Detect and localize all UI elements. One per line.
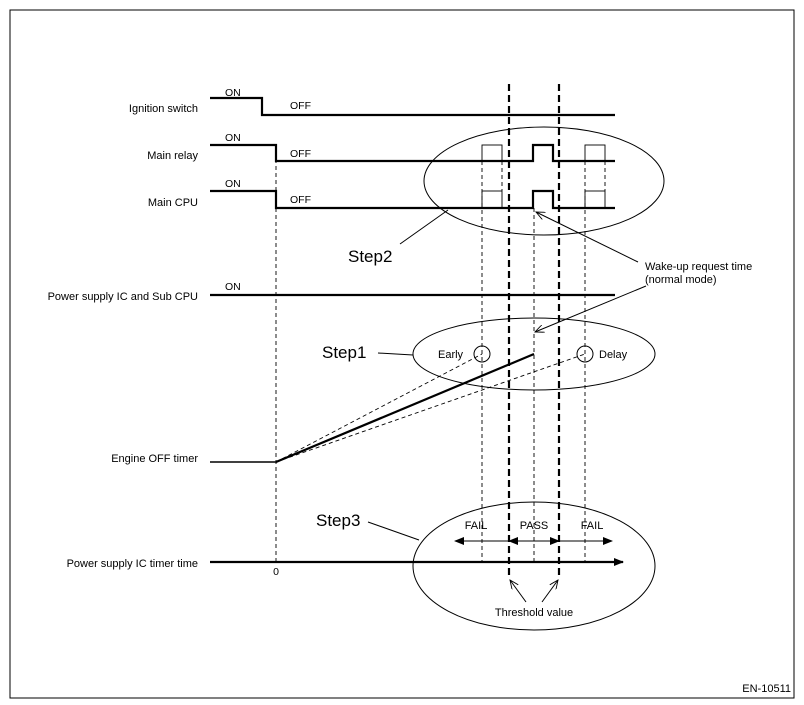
step2-leader-line [399,209,449,245]
ignition-switch-on-label: ON [225,87,241,99]
wakeup-request-label-line2: (normal mode) [645,274,717,286]
main-cpu-waveform [210,189,615,210]
early-label: Early [438,349,464,361]
threshold-arrow-left [510,580,527,603]
ignition-switch-waveform [210,96,615,117]
threshold-arrow-right [541,580,558,603]
step3-ellipse [412,501,656,631]
main-relay-waveform [210,143,615,163]
engine-off-timer-label: Engine OFF timer [111,453,198,465]
wakeup-request-label-line1: Wake-up request time [645,261,752,273]
time-zero-label: 0 [273,566,279,578]
ignition-switch-off-label: OFF [290,100,311,112]
main-relay-early-pulse [481,144,503,162]
wakeup-arrow-to-cpu-pulse [536,212,639,263]
main-cpu-off-label: OFF [290,194,311,206]
main-relay-off-label: OFF [290,148,311,160]
main-relay-on-label: ON [225,132,241,144]
power-supply-ic-on-label: ON [225,281,241,293]
delay-label: Delay [599,349,628,361]
pass-label: PASS [520,520,549,532]
engine-off-timer-delay-ramp [275,353,586,463]
fail-right-label: FAIL [581,520,604,532]
main-cpu-label: Main CPU [148,197,198,209]
ignition-switch-label: Ignition switch [129,103,198,115]
power-supply-ic-label: Power supply IC and Sub CPU [48,291,198,303]
step3-leader-line [367,521,420,541]
threshold-value-label: Threshold value [495,607,573,619]
figure-frame [9,9,795,699]
ic-timer-time-label: Power supply IC timer time [67,558,198,570]
figure-id-label: EN-10511 [742,683,791,695]
engine-off-timer-ramp [275,352,535,464]
main-relay-label: Main relay [147,150,198,162]
main-cpu-on-label: ON [225,178,241,190]
step2-ellipse [423,126,665,236]
step3-label: Step3 [316,511,360,530]
wakeup-arrow-to-timer [535,285,647,332]
step1-label: Step1 [322,343,366,362]
main-cpu-early-pulse [481,190,503,209]
main-cpu-delay-pulse [584,190,606,209]
step1-leader-line [377,352,414,356]
main-relay-delay-pulse [584,144,606,162]
step2-label: Step2 [348,247,392,266]
engine-off-timer-early-ramp [275,353,483,463]
fail-left-label: FAIL [465,520,488,532]
